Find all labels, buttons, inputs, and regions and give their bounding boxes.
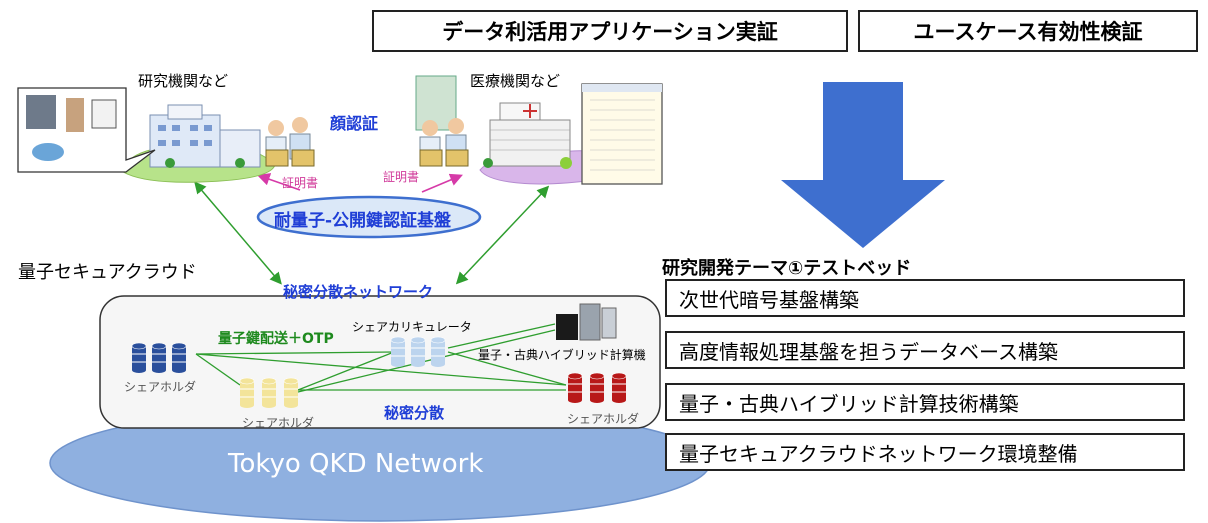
share-holder-left-label: シェアホルダ <box>124 380 197 394</box>
testbed-item-4: 量子セキュアクラウドネットワーク環境整備 <box>665 433 1185 471</box>
share-holder-right-label: シェアホルダ <box>567 412 640 426</box>
down-arrow <box>781 82 945 248</box>
pqc-pki-ellipse <box>256 195 482 239</box>
testbed-title: 研究開発テーマ①テストベッド <box>662 258 912 279</box>
share-holder-right-db <box>567 372 627 404</box>
research-scene <box>17 87 315 183</box>
research-label: 研究機関など <box>138 72 229 90</box>
medical-scene <box>415 75 663 185</box>
hybrid-computer-label: 量子・古典ハイブリッド計算機 <box>478 348 646 362</box>
hybrid-computer-icon <box>556 303 617 341</box>
pqc-pki-label: 耐量子-公開鍵認証基盤 <box>274 211 452 231</box>
testbed-item-2: 高度情報処理基盤を担うデータベース構築 <box>665 331 1185 369</box>
share-calculator-db <box>390 336 446 368</box>
medical-label: 医療機関など <box>470 72 561 90</box>
face-auth-label: 顔認証 <box>330 114 379 133</box>
share-calculator-label: シェアカリキュレータ <box>352 320 472 334</box>
qkd-otp-label: 量子鍵配送＋OTP <box>218 331 334 347</box>
share-holder-bottom-label: シェアホルダ <box>242 416 315 430</box>
secret-sharing-label: 秘密分散 <box>384 404 445 422</box>
usecase-box: ユースケース有効性検証 <box>858 10 1198 52</box>
quantum-cloud-label: 量子セキュアクラウド <box>18 262 197 283</box>
tokyo-qkd-label: Tokyo QKD Network <box>228 449 484 479</box>
share-holder-left-db <box>131 342 187 374</box>
app-demo-box: データ利活用アプリケーション実証 <box>372 10 848 52</box>
testbed-item-1: 次世代暗号基盤構築 <box>665 279 1185 317</box>
secret-network-label: 秘密分散ネットワーク <box>283 283 434 301</box>
testbed-item-3: 量子・古典ハイブリッド計算技術構築 <box>665 383 1185 421</box>
share-holder-bottom-db <box>239 377 299 409</box>
cert-right-label: 証明書 <box>383 170 420 184</box>
cert-left-label: 証明書 <box>282 176 319 190</box>
